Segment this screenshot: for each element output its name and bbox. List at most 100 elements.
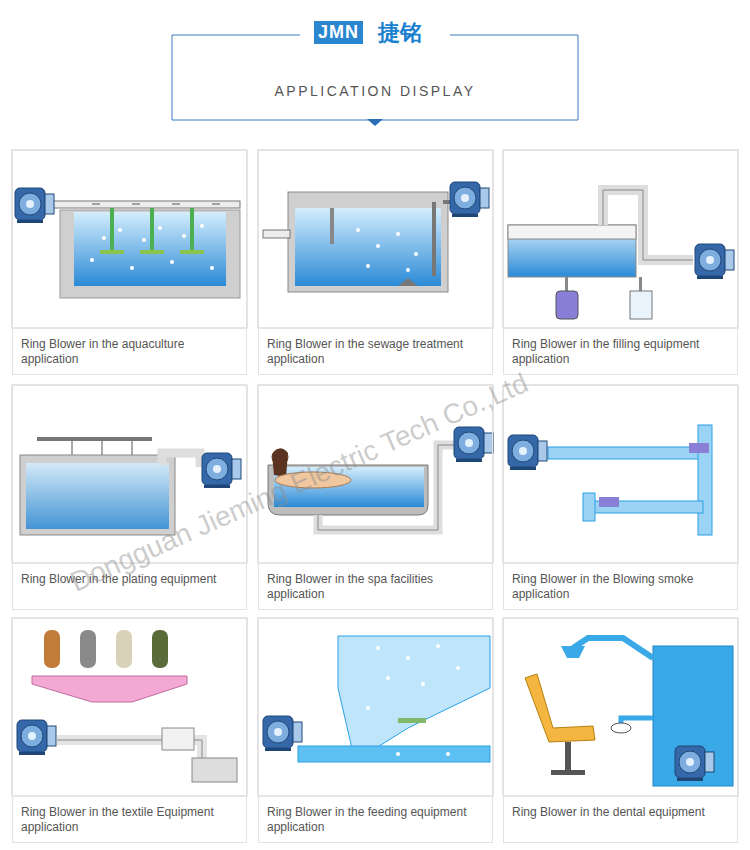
feeding-illustration-part <box>436 644 440 648</box>
spa-illustration-part <box>268 465 428 515</box>
dental-illustration-part <box>611 723 631 733</box>
blowing-smoke-illustration-part <box>698 425 712 535</box>
dental-illustration-part <box>565 742 571 772</box>
aquaculture-illustration-part <box>52 201 240 208</box>
plating-illustration-part <box>26 463 169 529</box>
filling-illustration-part <box>695 244 734 279</box>
aquaculture-illustration-part <box>12 150 247 328</box>
plating-illustration-part <box>12 385 247 563</box>
blowing-smoke-illustration-part <box>503 385 738 563</box>
header-frame-part <box>450 35 578 36</box>
blowing-smoke-illustration-part <box>583 493 595 521</box>
textile-illustration-part <box>162 728 194 750</box>
sewage-illustration-part <box>295 208 441 286</box>
feeding-illustration <box>258 618 493 796</box>
aquaculture-illustration-part <box>210 266 214 270</box>
panel-caption: Ring Blower in the sewage treatment appl… <box>267 337 484 367</box>
application-panel: Ring Blower in the textile Equipment app… <box>12 618 247 843</box>
dental-illustration-part <box>675 746 714 781</box>
header-frame-part <box>578 35 579 120</box>
dental-illustration-part <box>561 646 585 658</box>
feeding-illustration-part <box>446 752 450 756</box>
aquaculture-illustration-part <box>90 224 214 270</box>
textile-illustration-part <box>32 676 187 702</box>
feeding-illustration-part <box>376 646 380 650</box>
textile-illustration-part <box>44 630 60 668</box>
filling-illustration-part <box>508 225 636 277</box>
feeding-illustration-part <box>456 666 460 670</box>
aquaculture-illustration <box>12 150 247 328</box>
application-panel: Ring Blower in the aquaculture applicati… <box>12 150 247 375</box>
aquaculture-illustration-part <box>102 236 106 240</box>
dental-illustration-part <box>551 770 585 775</box>
aquaculture-illustration-part <box>150 208 154 252</box>
textile-illustration-part <box>17 720 56 755</box>
sewage-illustration-part <box>366 264 370 268</box>
filling-illustration-part <box>639 277 642 291</box>
textile-illustration-part <box>152 630 168 668</box>
panel-caption: Ring Blower in the dental equipment <box>512 805 729 820</box>
feeding-illustration-part <box>338 636 490 753</box>
sewage-illustration-part <box>414 252 418 256</box>
spa-illustration-part <box>454 427 493 462</box>
filling-illustration-part <box>565 277 568 291</box>
feeding-illustration-part <box>298 746 490 762</box>
plating-illustration-part <box>20 455 175 535</box>
filling-illustration-part <box>603 190 693 260</box>
application-panel: Ring Blower in the sewage treatment appl… <box>258 150 493 375</box>
textile-illustration <box>12 618 247 796</box>
sewage-illustration-part <box>450 182 489 217</box>
dental-illustration-part <box>573 638 653 658</box>
aquaculture-illustration-part <box>118 228 122 232</box>
feeding-illustration-part <box>421 682 425 686</box>
application-panel: Ring Blower in the Blowing smoke applica… <box>503 385 738 610</box>
logo-text: 捷铭 <box>378 18 422 48</box>
dental-illustration-part <box>503 618 738 796</box>
aquaculture-illustration-part <box>142 238 146 242</box>
logo-mark: JMN <box>314 21 363 44</box>
filling-illustration-part <box>503 150 738 328</box>
header-frame-part <box>367 119 383 126</box>
application-panel: Ring Blower in the filling equipment app… <box>503 150 738 375</box>
aquaculture-illustration-part <box>158 226 162 230</box>
plating-illustration-part <box>162 453 200 467</box>
sewage-illustration-part <box>330 208 334 244</box>
panel-caption: Ring Blower in the textile Equipment app… <box>21 805 238 835</box>
application-panel: Ring Blower in the plating equipment <box>12 385 247 610</box>
blowing-smoke-illustration-part <box>689 443 709 453</box>
application-panel: Ring Blower in the spa facilities applic… <box>258 385 493 610</box>
sewage-illustration-part <box>258 150 493 328</box>
spa-illustration-part <box>318 445 458 530</box>
dental-illustration <box>503 618 738 796</box>
panel-caption: Ring Blower in the aquaculture applicati… <box>21 337 238 367</box>
aquaculture-illustration-part <box>140 250 164 254</box>
aquaculture-illustration-part <box>180 250 204 254</box>
filling-illustration <box>503 150 738 328</box>
feeding-illustration-part <box>366 644 460 756</box>
section-title: APPLICATION DISPLAY <box>172 83 578 99</box>
aquaculture-illustration-part <box>170 260 174 264</box>
plating-illustration-part <box>37 437 152 441</box>
feeding-illustration-part <box>396 752 400 756</box>
aquaculture-illustration-part <box>200 224 204 228</box>
filling-illustration-part <box>630 291 652 319</box>
sewage-illustration-part <box>263 230 290 238</box>
aquaculture-illustration-part <box>190 208 194 252</box>
blowing-smoke-illustration <box>503 385 738 563</box>
sewage-illustration-part <box>396 232 400 236</box>
textile-illustration-part <box>12 618 247 796</box>
plating-illustration <box>12 385 247 563</box>
sewage-illustration-part <box>406 268 410 272</box>
application-panel: Ring Blower in the feeding equipment app… <box>258 618 493 843</box>
textile-illustration-part <box>80 630 96 668</box>
textile-illustration-part <box>116 630 132 668</box>
sewage-illustration-part <box>356 228 360 232</box>
header-frame-part <box>172 35 300 36</box>
panel-caption: Ring Blower in the feeding equipment app… <box>267 805 484 835</box>
feeding-illustration-part <box>258 618 493 796</box>
aquaculture-illustration-part <box>100 250 124 254</box>
panel-caption: Ring Blower in the Blowing smoke applica… <box>512 572 729 602</box>
dental-illustration-part <box>653 646 733 786</box>
